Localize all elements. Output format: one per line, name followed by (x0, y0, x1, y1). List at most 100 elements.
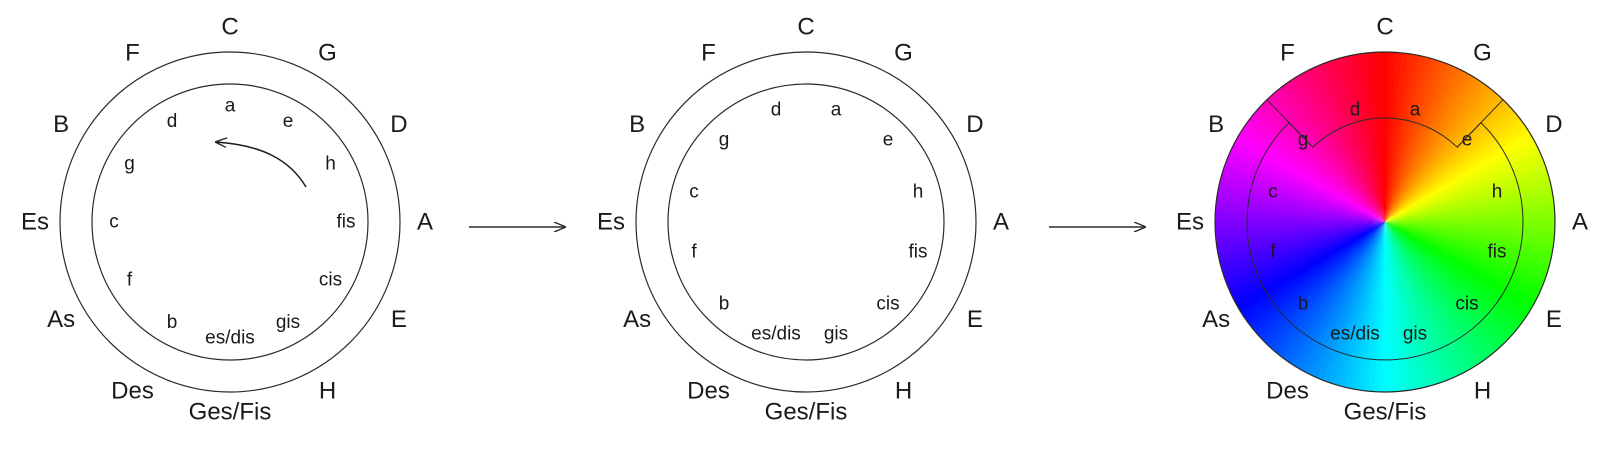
major-key-label: Es (1176, 209, 1204, 236)
color-wedge (1222, 222, 1385, 295)
major-key-label: Des (111, 377, 154, 404)
color-wedge (1385, 196, 1555, 222)
color-wedge (1385, 95, 1512, 222)
color-wedge (1385, 222, 1399, 392)
color-wedge (1385, 222, 1524, 336)
color-wedge (1215, 222, 1385, 272)
color-wedge (1215, 222, 1385, 260)
color-wedge (1215, 222, 1385, 266)
color-wedge (1250, 104, 1385, 222)
major-key-label: C (1376, 14, 1393, 41)
color-wedge (1271, 222, 1385, 361)
major-key-label: F (1280, 40, 1295, 67)
minor-key-label: b (719, 294, 730, 315)
major-key-label: F (701, 40, 716, 67)
minor-key-label: fis (337, 212, 356, 233)
color-wedge (1385, 178, 1555, 222)
minor-key-label: b (167, 312, 178, 333)
major-key-label: E (967, 306, 983, 333)
minor-key-label: b (1298, 294, 1309, 315)
color-wedge (1385, 222, 1446, 389)
color-wedge (1262, 222, 1385, 353)
major-key-label: As (47, 306, 75, 333)
color-wedge (1385, 222, 1494, 365)
color-wedge (1385, 222, 1405, 392)
color-wedge (1385, 202, 1555, 222)
minor-key-label: gis (824, 324, 848, 345)
color-wedge (1242, 113, 1385, 222)
color-wedge (1258, 222, 1385, 349)
color-wheel (1215, 52, 1555, 392)
color-wedge (1385, 184, 1555, 222)
color-wedge (1216, 222, 1385, 278)
minor-key-label: a (1410, 100, 1421, 121)
color-wedge (1258, 95, 1385, 222)
minor-key-label: d (167, 111, 178, 132)
color-wedge (1385, 222, 1479, 375)
color-wedge (1281, 222, 1385, 368)
color-wedge (1383, 222, 1393, 392)
inner-ring (667, 83, 945, 361)
color-wedge (1286, 72, 1385, 222)
outer-ring (59, 51, 401, 393)
color-wedge (1365, 52, 1385, 222)
major-key-label: Des (687, 377, 730, 404)
minor-key-label: c (1268, 182, 1278, 203)
color-wedge (1385, 222, 1484, 372)
major-key-label: H (895, 377, 912, 404)
color-wedge (1250, 222, 1385, 340)
minor-key-label: h (325, 154, 336, 175)
color-wedge (1242, 222, 1385, 331)
color-wedge (1296, 66, 1385, 222)
color-wedge (1239, 118, 1385, 222)
color-wedge (1385, 166, 1554, 222)
color-wedge (1385, 222, 1528, 331)
color-wedge (1385, 222, 1474, 378)
major-key-label: C (797, 14, 814, 41)
minor-key-label: fis (909, 242, 928, 263)
color-wedge (1385, 208, 1555, 222)
color-wedge (1385, 222, 1516, 345)
color-wedge (1385, 149, 1548, 222)
major-key-label: B (629, 111, 645, 138)
color-wedge (1385, 222, 1535, 321)
color-wedge (1385, 144, 1546, 222)
minor-key-label: d (771, 100, 782, 121)
minor-key-label: es/dis (1330, 324, 1380, 345)
color-wedge (1385, 222, 1435, 392)
minor-key-label: d (1350, 100, 1361, 121)
color-wedge (1385, 214, 1555, 224)
major-key-label: G (1473, 40, 1492, 67)
color-wedge (1385, 108, 1524, 222)
major-key-label: F (125, 40, 140, 67)
color-wedge (1254, 222, 1385, 345)
color-wedge (1215, 222, 1385, 242)
color-wedge (1215, 222, 1385, 236)
color-wedge (1385, 87, 1503, 222)
color-wedge (1215, 222, 1385, 254)
color-wedge (1359, 52, 1385, 222)
minor-key-label: h (1492, 182, 1503, 203)
color-wedge (1385, 155, 1550, 222)
major-key-label: A (1572, 209, 1588, 236)
color-wedge (1385, 222, 1411, 392)
color-wedge (1385, 138, 1543, 222)
major-key-label: D (966, 111, 983, 138)
color-wedge (1385, 222, 1458, 385)
minor-key-label: e (1462, 130, 1473, 151)
color-wedge (1385, 79, 1494, 223)
color-wedge (1385, 222, 1469, 380)
color-wedge (1307, 61, 1385, 222)
color-wedge (1267, 87, 1385, 222)
minor-key-label: fis (1488, 242, 1507, 263)
color-wedge (1215, 222, 1385, 248)
color-wedge (1385, 222, 1520, 340)
major-key-label: D (390, 111, 407, 138)
minor-key-label: cis (876, 294, 899, 315)
major-key-label: As (623, 306, 651, 333)
major-key-label: Es (597, 209, 625, 236)
